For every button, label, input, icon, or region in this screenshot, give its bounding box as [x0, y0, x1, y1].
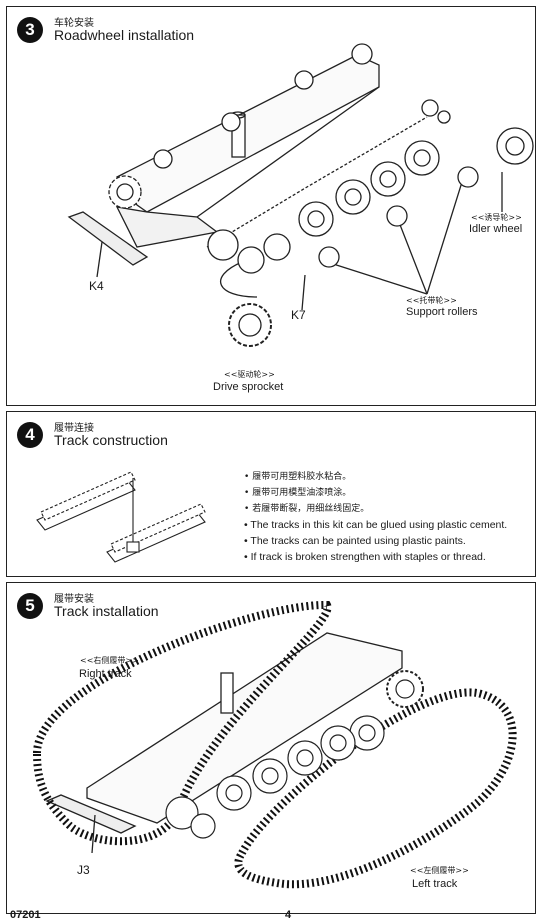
- step-title-cn: 履带连接: [54, 423, 94, 434]
- step-title-cn: 履带安装: [54, 594, 94, 605]
- right-track-label-cn: <<右侧履带>>: [80, 656, 139, 665]
- track-notes: • 履带可用塑料胶水粘合。 • 履带可用模型油漆喷涂。 • 若履带断裂，用细丝线…: [244, 469, 507, 565]
- step-title-en: Track installation: [54, 603, 159, 619]
- track-install-drawing: [32, 600, 517, 889]
- part-k7-label: K7: [291, 308, 306, 322]
- idler-label-cn: <<诱导轮>>: [471, 213, 522, 222]
- step-number: 5: [17, 593, 43, 619]
- step-number: 4: [17, 422, 43, 448]
- drive-sprocket-label-cn: <<驱动轮>>: [224, 370, 275, 379]
- drive-sprocket-label: Drive sprocket: [213, 381, 284, 393]
- footer-code: 07201: [10, 909, 41, 921]
- step-5-panel: 5 履带安装 Track installation <<右侧履带>> Right…: [6, 582, 536, 914]
- note-cn-1: • 履带可用塑料胶水粘合。: [244, 472, 352, 482]
- roadwheel-assembly-drawing: [67, 43, 534, 347]
- track-links-drawing: [36, 471, 206, 563]
- support-rollers-label-cn: <<托带轮>>: [406, 296, 457, 305]
- part-j3-label: J3: [77, 863, 90, 877]
- step-3-panel: 3 车轮安装 Roadwheel installation: [6, 6, 536, 406]
- part-k4-label: K4: [89, 279, 104, 293]
- idler-label: Idler wheel: [469, 223, 523, 235]
- support-rollers-label: Support rollers: [406, 306, 478, 318]
- note-en-2: • The tracks can be painted using plasti…: [244, 535, 466, 547]
- step-title-en: Roadwheel installation: [54, 27, 195, 43]
- step-title-cn: 车轮安装: [54, 18, 94, 29]
- left-track-label-cn: <<左侧履带>>: [410, 866, 469, 875]
- page-footer: 07201 4: [0, 909, 544, 921]
- left-track-label: Left track: [412, 878, 458, 890]
- note-en-3: • If track is broken strengthen with sta…: [244, 551, 486, 563]
- note-en-1: • The tracks in this kit can be glued us…: [244, 519, 508, 531]
- step-title-en: Track construction: [54, 432, 168, 448]
- step-number: 3: [17, 17, 43, 43]
- page-number: 4: [285, 909, 292, 921]
- step-4-panel: 4 履带连接 Track construction • 履带可用塑料胶水粘合。 …: [6, 411, 536, 577]
- note-cn-3: • 若履带断裂，用细丝线固定。: [244, 504, 370, 514]
- note-cn-2: • 履带可用模型油漆喷涂。: [244, 488, 352, 498]
- right-track-label: Right track: [79, 668, 132, 680]
